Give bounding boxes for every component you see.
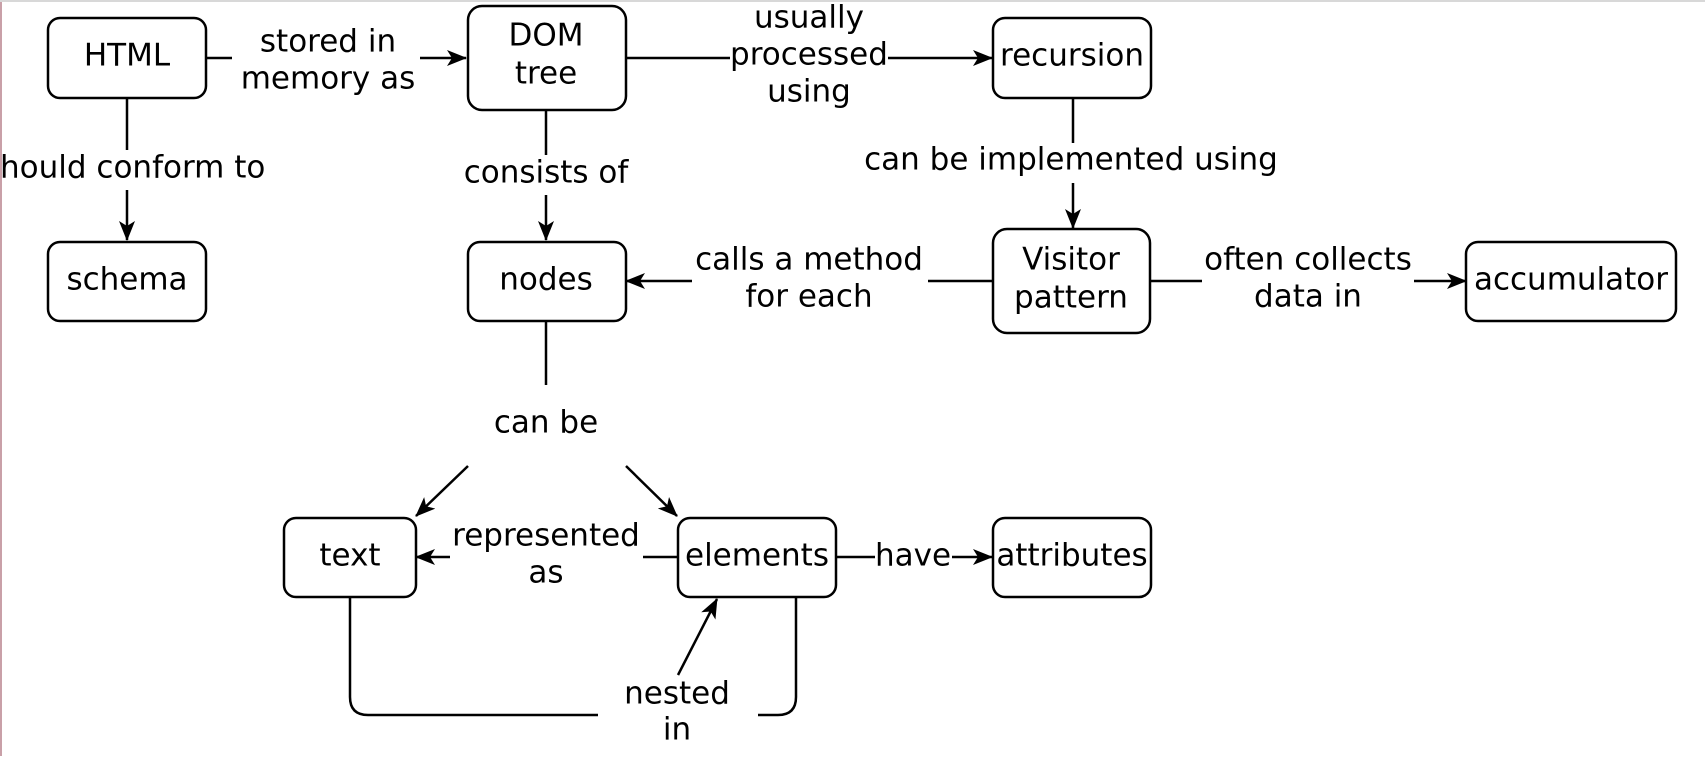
edge-can-be-to-text [415,465,469,517]
edge-label-stored-in-line-1: stored in [260,24,396,60]
node-box-dom-tree [466,4,628,112]
edge-label-have: have [875,538,951,574]
node-box-html [46,16,208,100]
edges [127,58,1466,717]
node-nodes: nodes [499,262,593,298]
node-visitor-pattern-line-2: pattern [1014,280,1128,316]
edge-label-usually-processed-line-1: usually [754,0,864,36]
node-accumulator: accumulator [1474,262,1668,298]
node-attributes: attributes [996,538,1147,574]
node-box-attributes [991,516,1153,599]
node-text: text [319,538,380,574]
edge-label-should-conform-to: hould conform to [0,150,265,186]
edge-elements-to-nested-in [758,597,798,717]
edge-label-can-be-implemented-using: can be implemented using [864,142,1278,178]
edge-label-stored-in-line-2: memory as [241,61,416,97]
node-recursion: recursion [1000,38,1144,74]
edge-label-usually-processed-line-3: using [767,74,851,110]
node-box-visitor-pattern [991,227,1152,335]
edge-nested-in-to-elements [676,598,719,676]
edge-label-often-collects-line-2: data in [1254,279,1362,315]
edge-label-represented-as-line-1: represented [452,518,640,554]
edge-label-often-collects-line-1: often collects [1204,242,1412,278]
node-schema: schema [66,262,187,298]
edge-label-calls-a-method-line-2: for each [745,279,872,315]
edge-label-consists-of: consists of [464,155,630,191]
edge-label-nested-in-line-1: nested [624,676,730,712]
node-box-nodes [466,240,628,323]
edge-label-can-be: can be [494,405,598,441]
node-box-schema [46,240,208,323]
node-elements: elements [685,538,829,574]
node-dom-tree-line-1: DOM [508,18,583,54]
edge-label-calls-a-method-line-1: calls a method [695,242,923,278]
node-visitor-pattern-line-1: Visitor [1022,242,1120,278]
node-boxes [46,4,1678,599]
node-labels: HTML DOM tree recursion schema nodes Vis… [66,18,1668,574]
edge-text-to-nested-in [348,597,598,717]
edge-label-usually-processed-line-2: processed [730,37,888,73]
edge-labels: stored in memory as usually processed us… [0,0,1412,748]
node-box-recursion [991,16,1153,100]
edge-label-represented-as-line-2: as [528,555,563,591]
node-box-text [282,516,418,599]
window-left-edge [0,0,2,756]
node-dom-tree-line-2: tree [515,56,577,92]
edge-can-be-to-elements [625,465,678,517]
node-box-elements [676,516,838,599]
window-top-edge [0,0,1705,2]
edge-label-nested-in-line-2: in [663,712,691,748]
node-box-accumulator [1464,240,1678,323]
node-html: HTML [84,38,171,74]
